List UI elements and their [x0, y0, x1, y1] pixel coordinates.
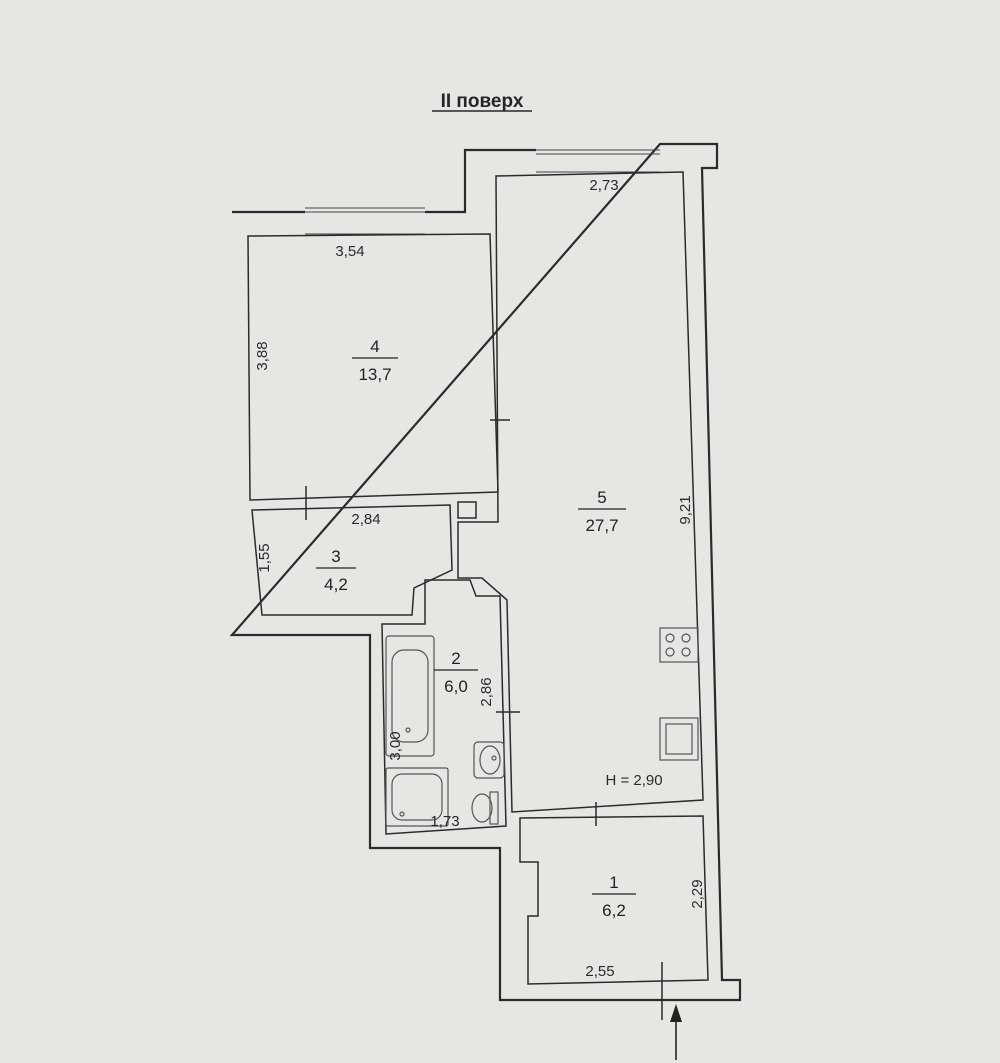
ceiling-height: H = 2,90: [605, 772, 662, 789]
room-4-label: 4 13,7: [352, 337, 398, 384]
window-room4: [305, 207, 425, 235]
room-2-number: 2: [451, 649, 460, 668]
toilet-icon: [471, 791, 499, 825]
room-2-outline: [381, 579, 507, 835]
shower-tray-icon: [385, 767, 449, 827]
room-2-area: 6,0: [444, 677, 468, 696]
room-2-label: 2 6,0: [434, 649, 478, 696]
room-1-label: 1 6,2: [592, 873, 636, 920]
outer-wall: [229, 142, 742, 1002]
bathtub-icon: [385, 635, 435, 757]
room-3-area: 4,2: [324, 575, 348, 594]
room-4-number: 4: [370, 337, 379, 356]
dim-room2-height: 3,00: [387, 731, 404, 760]
dim-room3-width: 2,84: [351, 511, 380, 528]
room-3-outline: [251, 504, 453, 616]
room-1-area: 6,2: [602, 901, 626, 920]
door-marks: [305, 419, 663, 1020]
room-3-label: 3 4,2: [316, 547, 356, 594]
dim-room1-width: 2,55: [585, 963, 614, 980]
dim-room3-height: 1,55: [256, 543, 273, 572]
room-5-number: 5: [597, 488, 606, 507]
dim-room5-width: 2,73: [589, 177, 618, 194]
dim-room5-length: 9,21: [677, 495, 694, 524]
dim-room4-height: 3,88: [254, 341, 271, 370]
dim-room4-width: 3,54: [335, 243, 364, 260]
stove-icon: [659, 627, 699, 663]
room-1-number: 1: [609, 873, 618, 892]
window-room5: [536, 149, 660, 173]
dim-room2-width: 1,73: [430, 813, 459, 830]
room-1-outline: [519, 815, 709, 985]
room-5-area: 27,7: [585, 516, 618, 535]
ventilation-shaft: [457, 501, 477, 519]
washbasin-icon: [473, 741, 505, 779]
room-5-outline: [457, 171, 704, 813]
room-4-area: 13,7: [358, 365, 391, 384]
kitchen-sink-icon: [659, 717, 699, 761]
room-3-number: 3: [331, 547, 340, 566]
dim-room2-side: 2,86: [478, 677, 495, 706]
entrance-arrow-icon: [670, 1004, 682, 1060]
dim-room1-height: 2,29: [689, 879, 706, 908]
room-5-label: 5 27,7: [578, 488, 626, 535]
plan-title: II поверх: [441, 91, 524, 112]
